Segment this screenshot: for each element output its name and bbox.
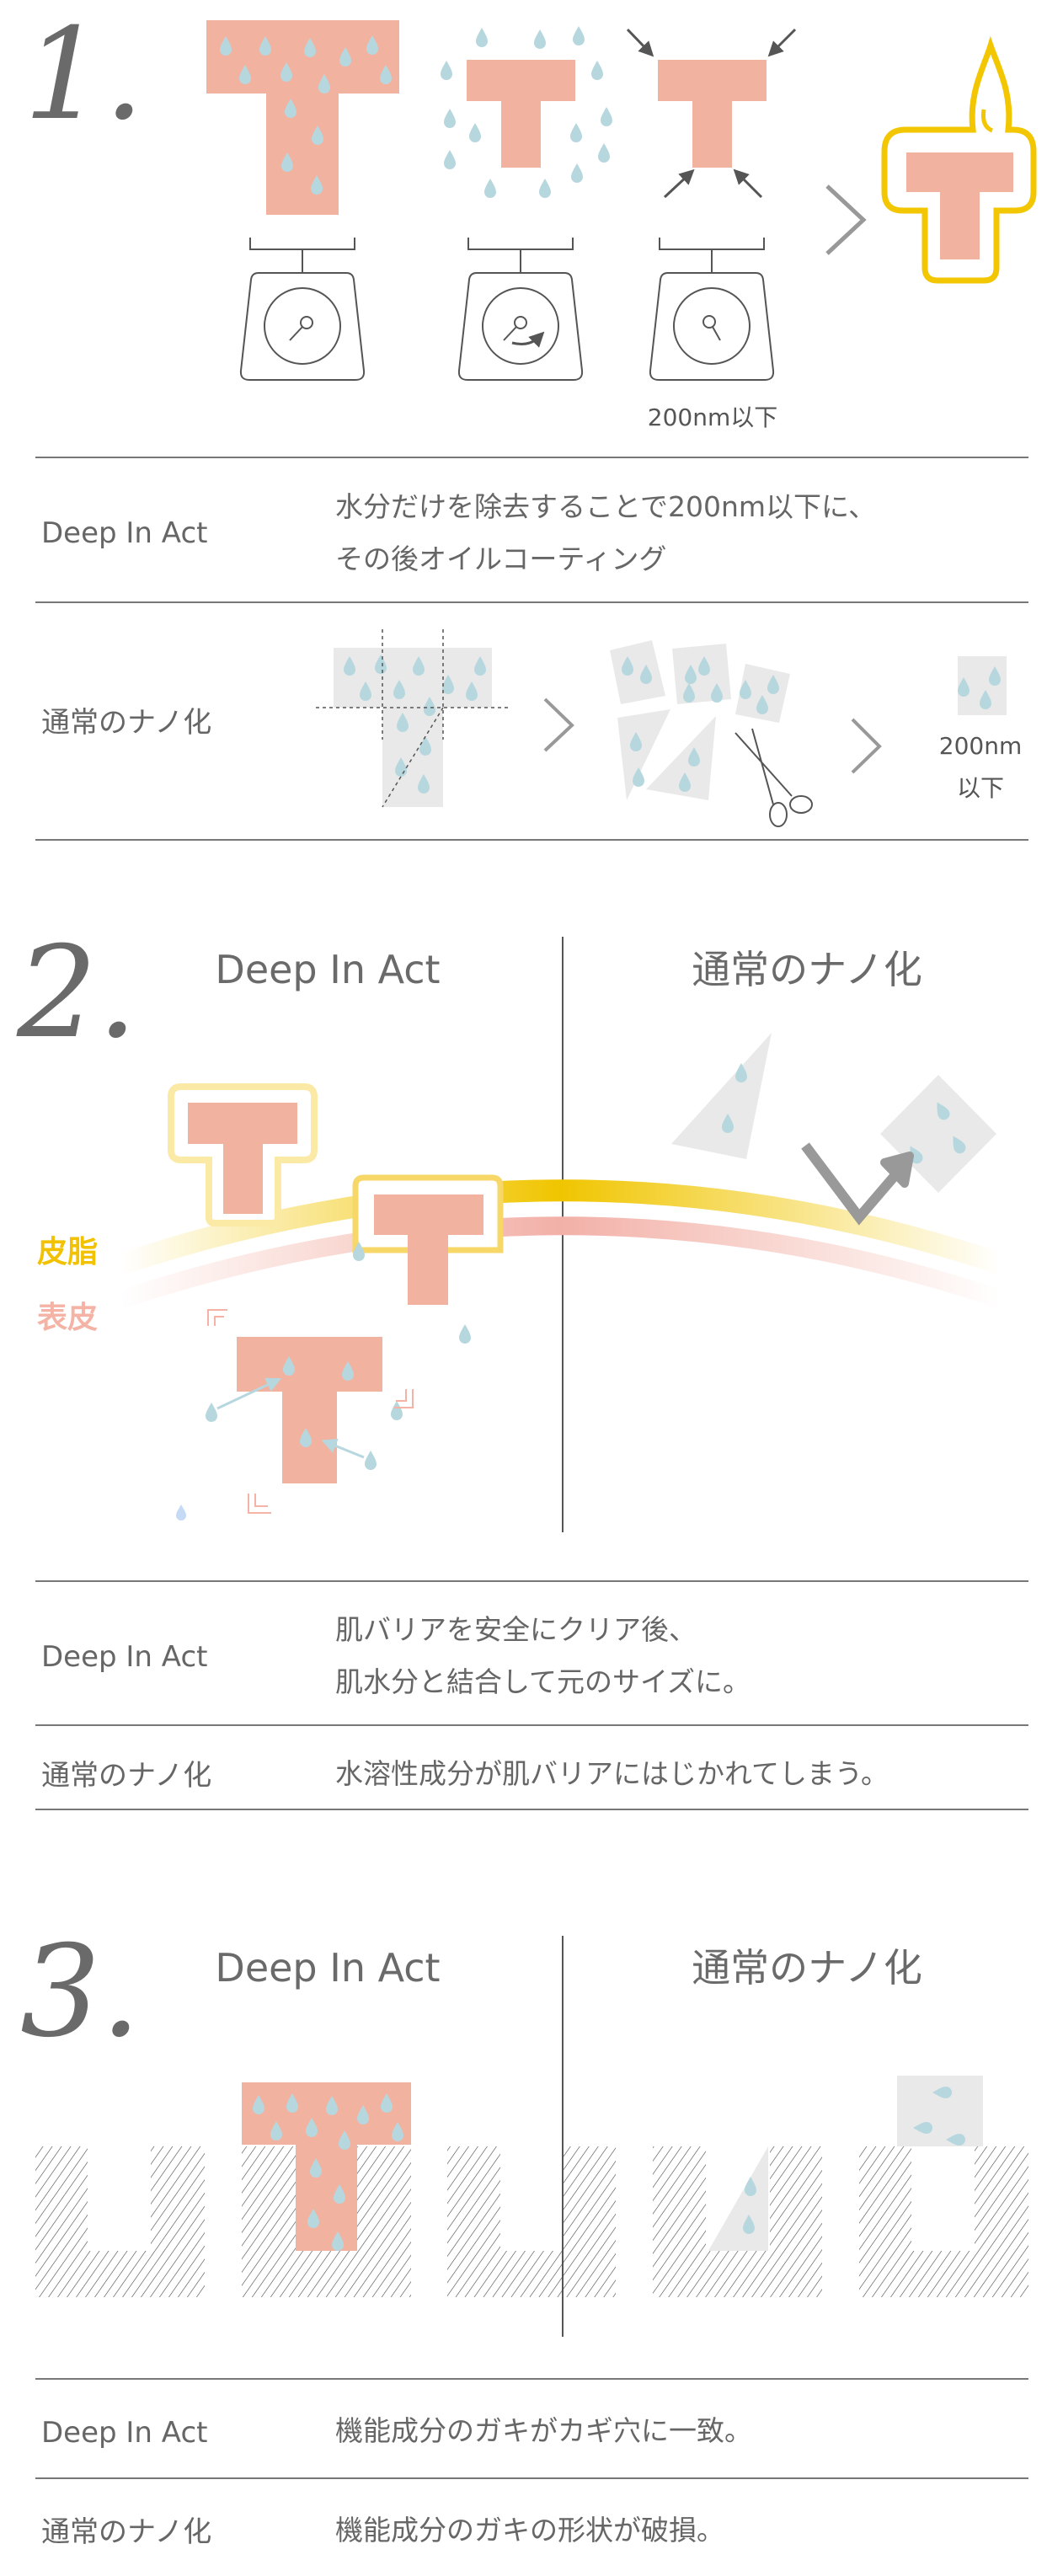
- divider: [35, 2477, 1028, 2479]
- scissors-icon: [735, 728, 813, 827]
- t-water-removed: [441, 26, 612, 198]
- chevron-right-icon: [825, 184, 867, 255]
- row-label: 通常のナノ化: [41, 2515, 212, 2549]
- text-line: 肌水分と結合して元のサイズに。: [335, 1665, 751, 1698]
- scale-icon: [239, 238, 366, 381]
- text-line: 水分だけを除去することで200nm以下に、: [335, 490, 877, 523]
- epidermis-label: 表皮: [37, 1301, 99, 1335]
- row-text: 肌バリアを安全にクリア後、 肌水分と結合して元のサイズに。: [335, 1604, 751, 1708]
- keyholes: [35, 2146, 1028, 2297]
- row-label: Deep In Act: [41, 516, 208, 550]
- column-header: 通常のナノ化: [692, 1945, 922, 1991]
- divider: [35, 1724, 1028, 1726]
- deep-in-act-t-absorbed: [176, 1242, 471, 1520]
- conventional-fragments-repelled: [671, 1033, 996, 1226]
- deep-in-act-key: [242, 2082, 411, 2251]
- size-label: 200nm以下: [647, 404, 778, 431]
- sebum-label: 皮脂: [37, 1235, 99, 1269]
- row-text: 機能成分のガキの形状が破損。: [335, 2514, 724, 2547]
- sebum-layer: [116, 1179, 1004, 1275]
- conventional-cut-t: [316, 629, 510, 808]
- deep-in-act-t-middle: [352, 1174, 504, 1305]
- row-text: 水分だけを除去することで200nm以下に、 その後オイルコーティング: [335, 481, 876, 585]
- large-t-with-water: [206, 20, 399, 215]
- row-text: 機能成分のガキがカギ穴に一致。: [335, 2414, 752, 2447]
- row-label: 通常のナノ化: [41, 706, 212, 740]
- t-compressed: [626, 28, 797, 199]
- column-header: Deep In Act: [215, 1945, 441, 1991]
- scale-icon: [649, 238, 775, 381]
- divider: [35, 839, 1028, 841]
- divider: [35, 601, 1028, 603]
- row-label: 通常のナノ化: [41, 1759, 212, 1793]
- section-number: 3.: [20, 1919, 142, 2066]
- divider: [35, 457, 1028, 458]
- conventional-broken-key: [708, 2076, 983, 2251]
- deep-in-act-t-upper: [168, 1083, 318, 1227]
- cut-fragments: [610, 640, 790, 800]
- divider: [35, 2378, 1028, 2380]
- row-text: 水溶性成分が肌バリアにはじかれてしまう。: [335, 1757, 889, 1790]
- scales: [239, 238, 775, 381]
- row-label: Deep In Act: [41, 1640, 208, 1674]
- divider: [35, 1809, 1028, 1810]
- section-number: 2.: [17, 920, 138, 1066]
- scale-icon: [457, 238, 584, 381]
- small-nano-particle: [958, 656, 1007, 715]
- chevron-right-icon: [851, 718, 882, 774]
- size-label: 以下: [956, 774, 1005, 802]
- text-line: 肌バリアを安全にクリア後、: [335, 1613, 697, 1646]
- column-header: 通常のナノ化: [692, 947, 922, 992]
- chevron-right-icon: [543, 697, 574, 752]
- section-number: 1.: [24, 2, 145, 148]
- row-label: Deep In Act: [41, 2416, 208, 2450]
- oil-coated-t: [881, 35, 1037, 284]
- text-line: その後オイルコーティング: [335, 542, 667, 575]
- size-label: 200nm: [938, 732, 1023, 760]
- column-header: Deep In Act: [215, 947, 441, 992]
- divider: [35, 1580, 1028, 1582]
- epidermis-layer: [117, 1216, 1003, 1309]
